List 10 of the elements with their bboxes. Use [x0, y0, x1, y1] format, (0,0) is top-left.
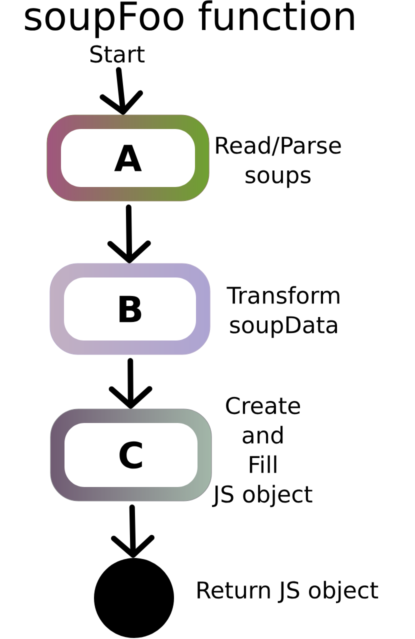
end-circle: [94, 558, 174, 638]
process-box: A: [46, 114, 210, 202]
step-description: Read/Parse soups: [216, 136, 341, 188]
process-box: B: [50, 263, 210, 355]
step-description: Return JS object: [198, 580, 378, 604]
step-description: Transform soupData: [226, 286, 340, 338]
title: soupFoo function: [25, 0, 354, 38]
process-box: C: [50, 408, 212, 502]
step-description: Create and Fill JS object: [212, 396, 312, 508]
start-label: Start: [90, 45, 145, 63]
